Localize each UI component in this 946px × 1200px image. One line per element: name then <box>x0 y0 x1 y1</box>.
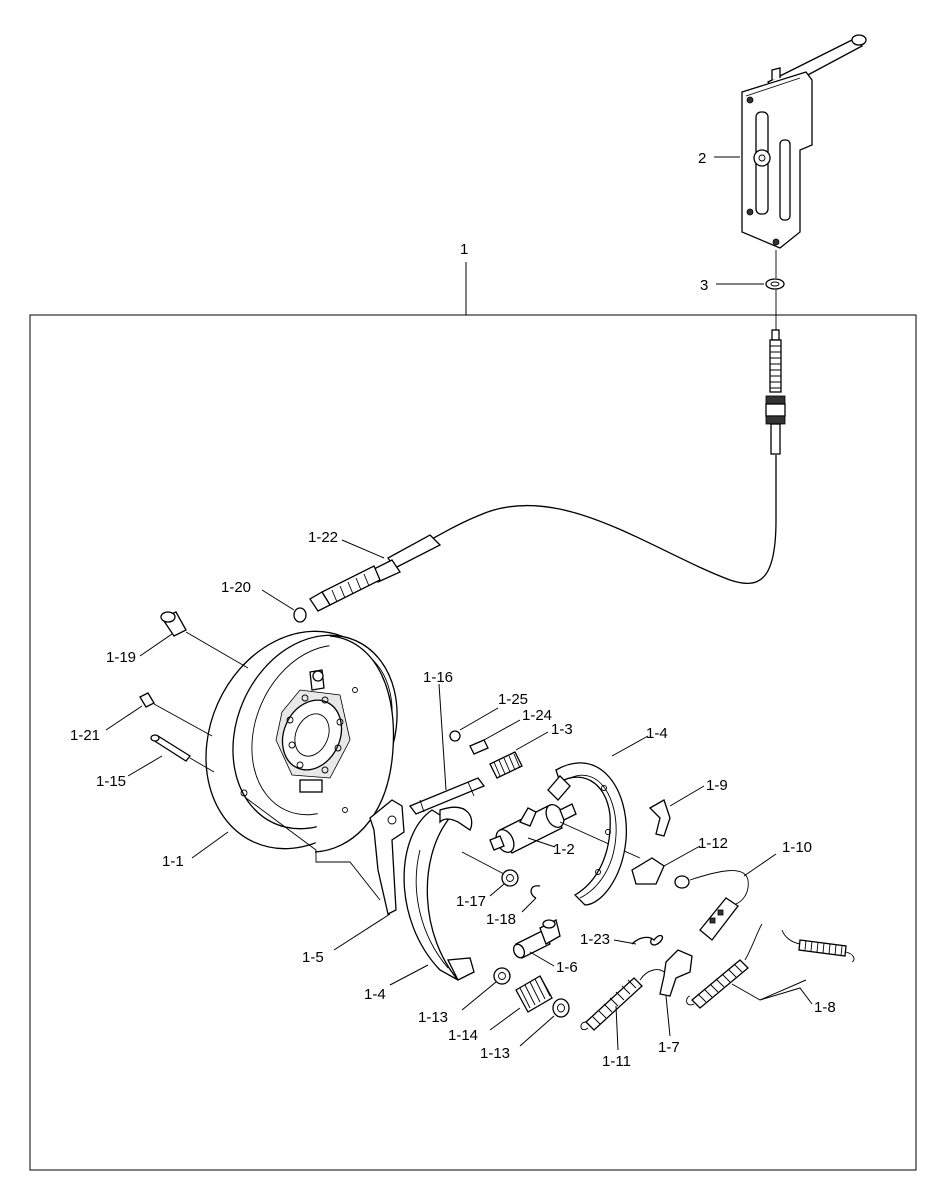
callout-1-16: 1-16 <box>423 669 453 686</box>
leader-1-22 <box>341 539 385 559</box>
leader-1-2 <box>527 837 556 848</box>
backing-plate-part-1-1 <box>205 630 398 853</box>
leader-1-5 <box>333 913 391 951</box>
callout-1-2: 1-2 <box>553 841 575 858</box>
leader-1-24 <box>483 719 521 741</box>
callout-1-12: 1-12 <box>698 835 728 852</box>
callout-1-24: 1-24 <box>522 707 552 724</box>
link-1-19 <box>185 631 249 669</box>
link-1-15 <box>189 757 215 773</box>
leader-1-15 <box>127 755 163 777</box>
cable-lower-end-part-1-22 <box>309 534 442 612</box>
callout-1-14: 1-14 <box>448 1027 478 1044</box>
leader-1-3 <box>515 731 549 751</box>
link-1-21 <box>153 703 213 737</box>
clip-part-1-18 <box>530 885 541 899</box>
callout-1-6: 1-6 <box>556 959 578 976</box>
assembly-frame <box>29 314 917 1171</box>
lever-part-1-7 <box>659 949 693 997</box>
leader-1-12 <box>663 845 701 867</box>
leader-1-6 <box>529 951 555 967</box>
bolt-part-1-19 <box>160 611 187 637</box>
callout-1-7: 1-7 <box>658 1039 680 1056</box>
strut-part-1-16 <box>408 777 486 815</box>
callout-1-4a: 1-4 <box>646 725 668 742</box>
callout-1-20: 1-20 <box>221 579 251 596</box>
callout-1-22: 1-22 <box>308 529 338 546</box>
callout-1-10: 1-10 <box>782 839 812 856</box>
leader-1-8 <box>731 979 813 1005</box>
return-spring-part-1-11 <box>580 969 665 1031</box>
lever-bracket-part-2 <box>741 34 867 249</box>
adjuster-cable-part-1-10 <box>674 870 749 941</box>
callout-1-23: 1-23 <box>580 931 610 948</box>
callout-1-4b: 1-4 <box>364 986 386 1003</box>
leader-1-21 <box>105 705 143 731</box>
washer-upper-part-1-13 <box>493 967 511 985</box>
leader-1-10 <box>743 853 777 877</box>
link-1-17 <box>461 851 505 875</box>
pin-part-1-15 <box>150 734 191 762</box>
callout-1-3: 1-3 <box>551 721 573 738</box>
leader-1-4a <box>611 735 649 757</box>
leader-1-20 <box>261 589 295 611</box>
adjuster-part-1-9 <box>648 799 671 837</box>
spring-part-1-14 <box>515 975 553 1013</box>
callout-1-21: 1-21 <box>70 727 100 744</box>
leader-1-9 <box>669 785 705 807</box>
spring-part-1-23 <box>631 934 664 946</box>
leader-1-23 <box>613 939 637 945</box>
callout-1: 1 <box>460 241 468 258</box>
leader-1-13b <box>519 1015 555 1047</box>
callout-1-13a: 1-13 <box>418 1009 448 1026</box>
leader-1-11 <box>615 1005 619 1051</box>
cup-part-1-25 <box>449 730 461 742</box>
callout-1-13b: 1-13 <box>480 1045 510 1062</box>
o-ring-part-1-20 <box>293 607 307 623</box>
leader-1-25 <box>459 707 499 731</box>
washer-part-3 <box>765 278 785 290</box>
washer-part-1-17 <box>501 869 519 887</box>
nut-part-1-21 <box>139 692 155 708</box>
leader-1-19 <box>139 633 173 657</box>
wheel-cylinder-part-1-2 <box>489 803 577 854</box>
callout-1-25: 1-25 <box>498 691 528 708</box>
callout-1-5: 1-5 <box>302 949 324 966</box>
callout-1-17: 1-17 <box>456 893 486 910</box>
leader-1-17 <box>489 883 505 897</box>
link-1-5 <box>245 797 381 901</box>
brake-shoe-right-part-1-4 <box>547 762 627 906</box>
callout-1-11: 1-11 <box>602 1053 631 1070</box>
callout-1-9: 1-9 <box>706 777 728 794</box>
callout-1-1: 1-1 <box>162 853 184 870</box>
leader-1-18 <box>521 897 537 913</box>
callout-1-18: 1-18 <box>486 911 516 928</box>
callout-1-8: 1-8 <box>814 999 836 1016</box>
leader-1-14 <box>489 1007 521 1031</box>
link-1-2 <box>559 821 641 859</box>
callout-1-15: 1-15 <box>96 773 126 790</box>
brake-shoe-left-part-1-4 <box>403 806 475 981</box>
leader-1-4b <box>389 964 429 986</box>
callout-2: 2 <box>698 150 706 167</box>
callout-3: 3 <box>700 277 708 294</box>
callout-1-19: 1-19 <box>106 649 136 666</box>
leader-1-1 <box>191 831 229 859</box>
leader-1-16 <box>438 683 447 791</box>
plate-part-1-12 <box>631 857 665 885</box>
adjuster-screw-part-1-6 <box>512 919 561 959</box>
pin-part-1-24 <box>469 739 489 755</box>
washer-lower-part-1-13 <box>552 998 570 1018</box>
return-spring-pair-part-1-8 <box>686 923 855 1009</box>
spring-part-1-3 <box>489 751 523 779</box>
brake-cable <box>429 455 777 584</box>
leader-1-13a <box>461 981 497 1011</box>
leader-1-7 <box>665 995 671 1037</box>
cable-upper-end <box>765 329 786 455</box>
lever-part-1-5 <box>369 799 405 915</box>
